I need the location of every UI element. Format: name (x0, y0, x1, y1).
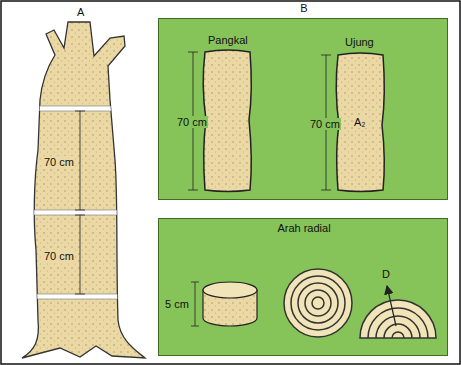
sample-panel: Arah radial (158, 218, 448, 356)
panel-heading: Arah radial (276, 222, 331, 234)
dimension-label: 70 cm (43, 250, 75, 262)
part-name: Ujung (344, 36, 375, 48)
part-name: Pangkal (207, 34, 249, 46)
figure-letter: A (76, 6, 85, 18)
disk-samples (191, 269, 436, 338)
dimension-label: 70 cm (309, 118, 341, 130)
direction-letter: D (381, 268, 391, 280)
dimension-label: 70 cm (43, 156, 75, 168)
panel-heading: B (299, 2, 308, 14)
dimension-label: 5 cm (164, 298, 190, 310)
dimension-label: 70 cm (176, 116, 208, 128)
part-label: A₂ (353, 116, 367, 128)
panel-ground (158, 218, 448, 356)
tree-trunk (15, 22, 155, 358)
sample-panel: B (158, 18, 448, 200)
log-pieces (188, 50, 384, 192)
panel-ground (158, 18, 448, 200)
